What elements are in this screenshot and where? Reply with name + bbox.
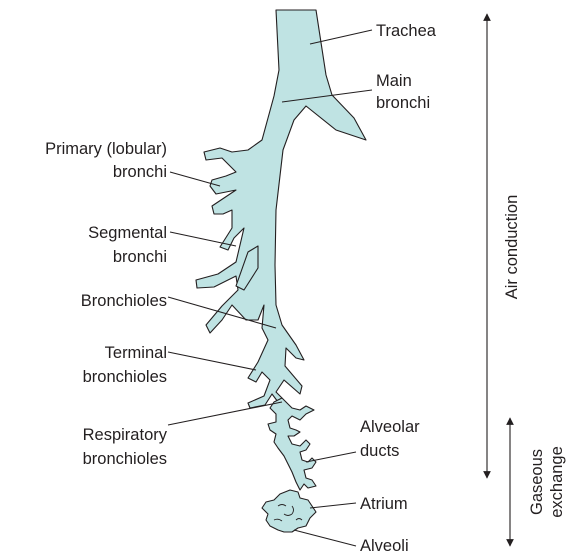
label-alveolar-ducts-1: Alveolar [360, 418, 420, 436]
label-air-conduction: Air conduction [503, 195, 521, 300]
label-trachea: Trachea [376, 22, 437, 40]
label-main-bronchi-1: Main [376, 72, 412, 90]
label-segmental-2: bronchi [113, 248, 167, 266]
airway-tree [196, 10, 366, 532]
label-gaseous: Gaseous [528, 449, 546, 515]
label-respiratory-1: Respiratory [83, 426, 168, 444]
label-primary-2: bronchi [113, 163, 167, 181]
label-alveolar-ducts-2: ducts [360, 442, 399, 460]
label-segmental-1: Segmental [88, 224, 167, 242]
alveoli-cluster [262, 490, 316, 532]
label-primary-1: Primary (lobular) [45, 140, 167, 158]
trachea-shape [196, 10, 366, 408]
zone-labels: Air conduction Gaseous exchange [503, 195, 566, 518]
respiratory-bronchioles-shape [268, 398, 316, 490]
label-alveoli: Alveoli [360, 537, 409, 554]
label-exchange: exchange [548, 446, 566, 518]
label-terminal-1: Terminal [105, 344, 167, 362]
label-atrium: Atrium [360, 495, 408, 513]
label-respiratory-2: bronchioles [83, 450, 167, 468]
label-terminal-2: bronchioles [83, 368, 167, 386]
label-main-bronchi-2: bronchi [376, 94, 430, 112]
label-bronchioles: Bronchioles [81, 292, 167, 310]
